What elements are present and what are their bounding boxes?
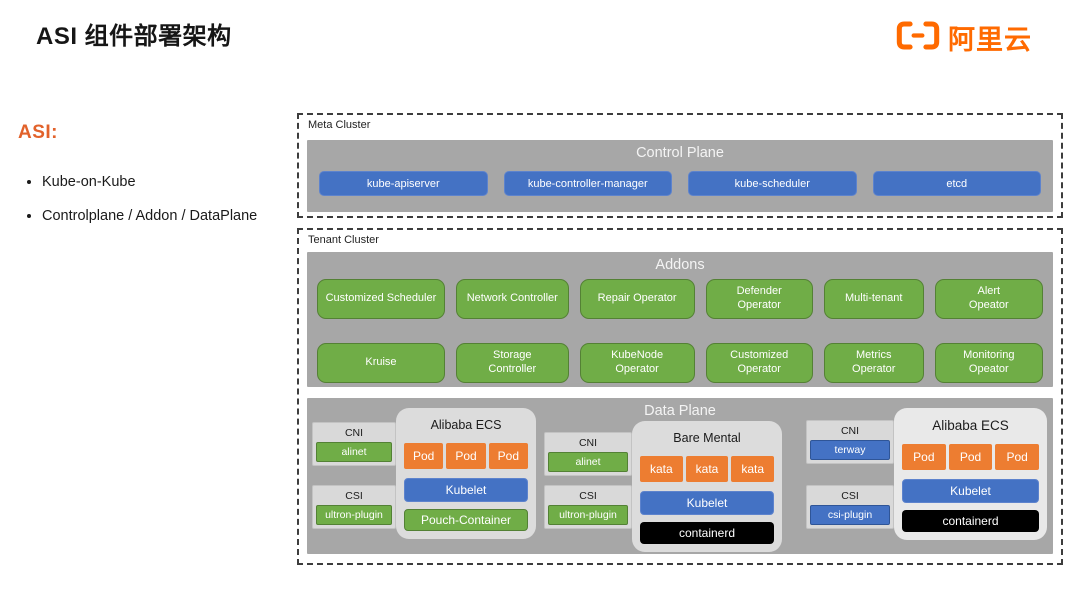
control-plane-title: Control Plane (636, 145, 724, 161)
alibaba-cloud-logo: 阿里云 (895, 18, 1032, 57)
node2-cni-plugin-alinet: alinet (548, 452, 628, 472)
data-plane-title: Data Plane (644, 403, 716, 419)
node3-csi-plugin-csi-plugin: csi-plugin (810, 505, 890, 525)
control-plane-panel: Control Plane kube-apiserver kube-contro… (307, 140, 1053, 212)
architecture-diagram: Meta Cluster Control Plane kube-apiserve… (297, 113, 1063, 565)
node2-runtime-containerd: containerd (640, 522, 774, 544)
node2-box: Bare Mental kata kata kata Kubelet conta… (632, 421, 782, 552)
node1-csi-panel: CSI ultron-plugin (312, 485, 396, 529)
addons-panel: Addons Customized Scheduler Network Cont… (307, 252, 1053, 387)
node2-csi-plugin-ultron: ultron-plugin (548, 505, 628, 525)
addons-title: Addons (655, 257, 705, 273)
addon-storage-controller: Storage Controller (455, 343, 569, 383)
node2-pods-row: kata kata kata (640, 456, 775, 482)
node3-csi-label: CSI (841, 490, 859, 502)
node1-title: Alibaba ECS (430, 418, 502, 432)
tenant-cluster-label: Tenant Cluster (308, 234, 379, 246)
node1-box: Alibaba ECS Pod Pod Pod Kubelet Pouch-Co… (396, 408, 536, 539)
node3-cni-panel: CNI terway (806, 420, 894, 464)
meta-cluster-box: Meta Cluster Control Plane kube-apiserve… (297, 113, 1063, 218)
alibaba-cloud-logo-text: 阿里云 (948, 25, 1032, 55)
node3-title: Alibaba ECS (932, 418, 1009, 433)
node1-runtime-pouch-container: Pouch-Container (404, 509, 528, 531)
node2-cni-label: CNI (578, 437, 598, 449)
addon-monitoring-opeator: Monitoring Opeator (934, 343, 1043, 383)
addon-defender-operator: Defender Operator (705, 279, 813, 319)
data-plane-nodes: CNI alinet CSI ultron-plugin Alibaba ECS (307, 398, 1053, 552)
node1-kubelet: Kubelet (404, 478, 528, 502)
asi-bullet-list: Kube-on-Kube Controlplane / Addon / Data… (18, 174, 290, 224)
asi-heading: ASI: (18, 122, 58, 143)
addon-network-controller: Network Controller (455, 279, 569, 319)
node1-cni-panel: CNI alinet (312, 422, 396, 466)
component-kube-apiserver: kube-apiserver (319, 171, 488, 196)
node-group-ecs-containerd: CNI terway CSI csi-plugin Alibaba ECS (806, 408, 1047, 540)
addon-repair-operator: Repair Operator (579, 279, 695, 319)
node3-runtime-containerd: containerd (902, 510, 1039, 532)
node2-plugins-column: CNI alinet CSI ultron-plugin (544, 432, 632, 529)
tenant-cluster-box: Tenant Cluster Addons Customized Schedul… (297, 228, 1063, 565)
node2-kata: kata (640, 456, 683, 482)
node1-pod: Pod (404, 443, 444, 469)
data-plane-panel: Data Plane CNI alinet CSI ultron-plugin (307, 398, 1053, 554)
addon-multi-tenant: Multi-tenant (823, 279, 924, 319)
node2-csi-panel: CSI ultron-plugin (544, 485, 632, 529)
addon-kubenode-operator: KubeNode Operator (579, 343, 695, 383)
addon-kruise: Kruise (317, 343, 445, 383)
node-group-ecs-pouch: CNI alinet CSI ultron-plugin Alibaba ECS (312, 408, 536, 539)
page-title: ASI 组件部署架构 (36, 23, 232, 50)
node2-csi-label: CSI (579, 490, 597, 502)
node1-csi-plugin-ultron: ultron-plugin (316, 505, 392, 525)
node2-kata: kata (731, 456, 775, 482)
bullet-planes: Controlplane / Addon / DataPlane (42, 208, 290, 224)
addon-metrics-operator: Metrics Operator (823, 343, 924, 383)
node1-pod: Pod (488, 443, 528, 469)
node2-kubelet: Kubelet (640, 491, 774, 515)
component-etcd: etcd (872, 171, 1041, 196)
node2-cni-panel: CNI alinet (544, 432, 632, 476)
node3-box: Alibaba ECS Pod Pod Pod Kubelet containe… (894, 408, 1047, 540)
node1-plugins-column: CNI alinet CSI ultron-plugin (312, 422, 396, 529)
node1-csi-label: CSI (345, 490, 363, 502)
node-group-bare-mental: CNI alinet CSI ultron-plugin Bare Mental (544, 408, 782, 552)
addon-customized-scheduler: Customized Scheduler (317, 279, 445, 319)
node2-kata: kata (685, 456, 729, 482)
meta-cluster-label: Meta Cluster (308, 119, 371, 131)
node1-cni-plugin-alinet: alinet (316, 442, 392, 462)
node3-pod: Pod (902, 444, 946, 470)
node3-cni-label: CNI (840, 425, 860, 437)
node3-cni-plugin-terway: terway (810, 440, 890, 460)
addon-alert-opeator: Alert Opeator (934, 279, 1043, 319)
node3-pod: Pod (948, 444, 993, 470)
node1-cni-label: CNI (344, 427, 364, 439)
node1-pod: Pod (446, 443, 486, 469)
left-notes-panel: ASI: Kube-on-Kube Controlplane / Addon /… (18, 122, 290, 242)
component-kube-scheduler: kube-scheduler (688, 171, 857, 196)
node3-csi-panel: CSI csi-plugin (806, 485, 894, 529)
component-kube-controller-manager: kube-controller-manager (503, 171, 672, 196)
node3-pods-row: Pod Pod Pod (902, 444, 1040, 470)
node1-pods-row: Pod Pod Pod (404, 443, 528, 469)
node3-plugins-column: CNI terway CSI csi-plugin (806, 420, 894, 529)
node3-pod: Pod (995, 444, 1040, 470)
node3-kubelet: Kubelet (902, 479, 1039, 503)
alibaba-cloud-brackets-icon (895, 19, 941, 57)
bullet-kube-on-kube: Kube-on-Kube (42, 174, 290, 190)
addons-grid: Customized Scheduler Network Controller … (307, 273, 1053, 383)
node2-title: Bare Mental (673, 431, 741, 445)
addon-customized-operator: Customized Operator (705, 343, 813, 383)
control-plane-components: kube-apiserver kube-controller-manager k… (307, 161, 1053, 196)
